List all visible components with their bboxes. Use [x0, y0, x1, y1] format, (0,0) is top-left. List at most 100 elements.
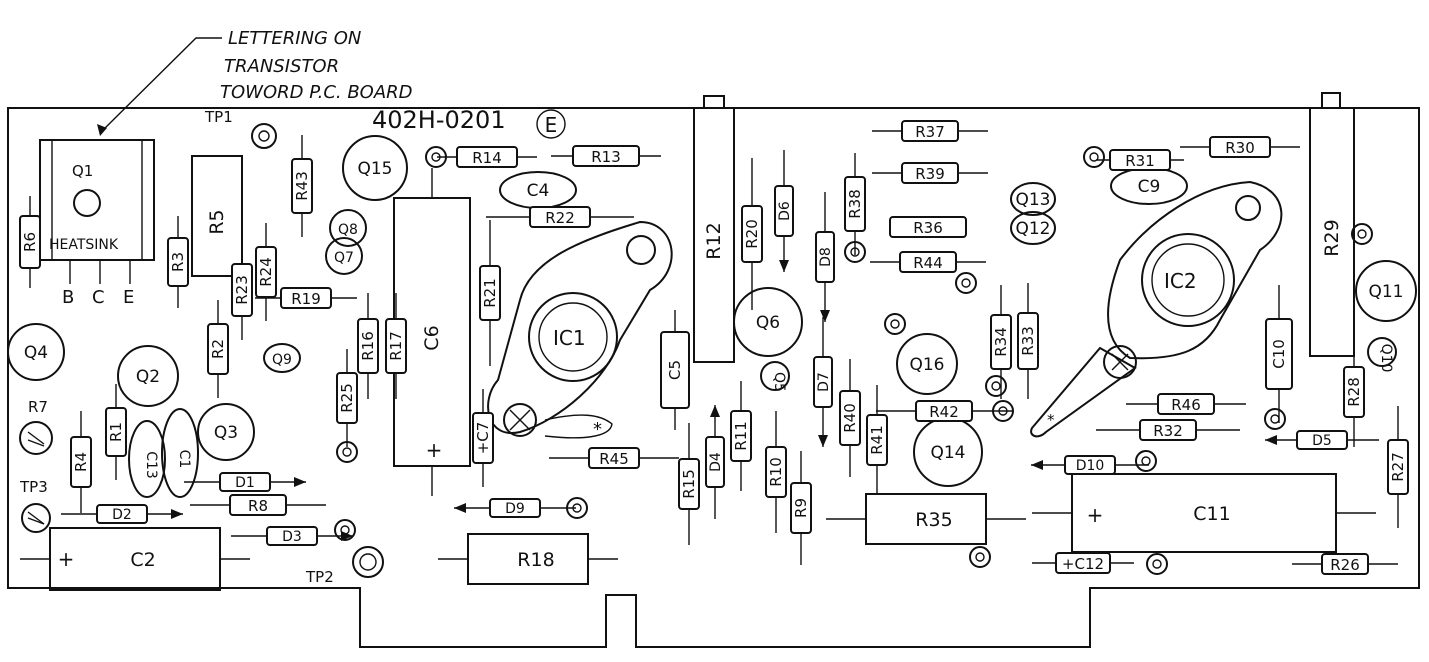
- q12-label: Q12: [1015, 219, 1050, 239]
- r2-resistor: R2: [207, 300, 229, 398]
- r10-resistor: R10: [765, 411, 787, 533]
- r20-label: R20: [743, 219, 761, 249]
- annotation-line-3: TOWORD P.C. BOARD: [220, 82, 413, 103]
- r30-resistor: R30: [1180, 136, 1300, 158]
- q3-label: Q3: [214, 423, 238, 443]
- c12-capacitor: +C12: [1032, 552, 1134, 574]
- r9-resistor: R9: [790, 451, 812, 565]
- r15-resistor: R15: [678, 423, 700, 545]
- r40-resistor: R40: [839, 359, 861, 477]
- q13-transistor: Q13: [1010, 182, 1056, 216]
- r18-label: R18: [517, 549, 554, 571]
- r42-label: R42: [929, 403, 959, 421]
- annotation-line-2: TRANSISTOR: [224, 56, 339, 77]
- plus-mark-1: +: [58, 547, 75, 571]
- q11-transistor: Q11: [1355, 260, 1417, 322]
- ic2-package: IC2 *: [1030, 180, 1283, 438]
- r31-label: R31: [1125, 152, 1155, 170]
- r36-label: R36: [913, 219, 943, 237]
- d1-label: D1: [235, 475, 255, 491]
- r24-label: R24: [257, 257, 275, 287]
- q2-label: Q2: [136, 367, 160, 387]
- r25-resistor: R25: [336, 349, 358, 447]
- c13-label: C13: [143, 451, 159, 479]
- q14-label: Q14: [930, 443, 965, 463]
- q7-label: Q7: [334, 250, 354, 266]
- annotation-arrowhead: [97, 124, 107, 136]
- r4-resistor: R4: [70, 411, 92, 513]
- r36-resistor: R36: [889, 216, 967, 238]
- q8-transistor: Q8: [329, 209, 367, 247]
- c5-label: C5: [666, 360, 684, 380]
- pin-c-label: C: [92, 287, 105, 308]
- pad-9: [1135, 450, 1157, 472]
- q4-transistor: Q4: [7, 323, 65, 381]
- d5-diode: D5: [1265, 430, 1379, 450]
- heatsink-label: HEATSINK: [49, 237, 119, 253]
- c4-capacitor: C4: [499, 171, 577, 209]
- c7-capacitor: +C7: [472, 389, 494, 487]
- ic2-star-mark: *: [1047, 411, 1055, 429]
- annotation-line-1: LETTERING ON: [228, 28, 361, 49]
- c1-label: C1: [176, 450, 192, 469]
- c10-capacitor: C10: [1265, 285, 1293, 423]
- c7-label: +C7: [474, 422, 492, 455]
- tp3-circle: [21, 503, 51, 533]
- r13-resistor: R13: [551, 145, 661, 167]
- c10-label: C10: [1270, 339, 1288, 369]
- pad-12: [969, 546, 991, 568]
- r8-resistor: R8: [190, 494, 326, 516]
- r9-label: R9: [792, 498, 810, 518]
- q8-label: Q8: [338, 222, 358, 238]
- r4-label: R4: [72, 452, 90, 472]
- q15-label: Q15: [357, 159, 392, 179]
- q6-transistor: Q6: [733, 287, 803, 357]
- r17-label: R17: [387, 331, 405, 361]
- q7-transistor: Q7: [325, 237, 363, 275]
- r6-label: R6: [21, 232, 39, 252]
- ic1-star-mark: *: [593, 419, 602, 440]
- r23-label: R23: [233, 275, 251, 305]
- r43-label: R43: [293, 171, 311, 201]
- r2-label: R2: [209, 339, 227, 359]
- annotation-leader-line: [99, 37, 222, 134]
- d7-diode: D7: [813, 317, 833, 447]
- r27-label: R27: [1389, 452, 1407, 482]
- r13-label: R13: [591, 148, 621, 166]
- r5-resistor: R5: [191, 155, 243, 277]
- d3-label: D3: [282, 529, 302, 545]
- pad-8: [1264, 408, 1286, 430]
- pin-b-label: B: [62, 287, 74, 308]
- r16-label: R16: [359, 331, 377, 361]
- tp1-circle: [251, 123, 277, 149]
- r29-resistor: R29: [1309, 107, 1355, 357]
- r45-label: R45: [599, 450, 629, 468]
- tp1-label: TP1: [204, 108, 233, 126]
- pad-4: [955, 272, 977, 294]
- q16-label: Q16: [909, 355, 944, 375]
- r46-label: R46: [1171, 396, 1201, 414]
- pad-10: [566, 497, 588, 519]
- ic1-package: IC1 *: [487, 220, 673, 440]
- r22-label: R22: [545, 209, 575, 227]
- r26-label: R26: [1330, 556, 1360, 574]
- r40-label: R40: [841, 403, 859, 433]
- r38-label: R38: [846, 189, 864, 219]
- r22-resistor: R22: [486, 206, 634, 228]
- d2-diode: D2: [61, 504, 183, 524]
- d8-label: D8: [818, 247, 834, 267]
- d6-label: D6: [777, 201, 793, 221]
- pad-11: [334, 519, 356, 541]
- q1-label: Q1: [72, 162, 93, 180]
- r1-resistor: R1: [105, 384, 127, 480]
- r24-resistor: R24: [255, 223, 277, 321]
- tp2-label: TP2: [305, 568, 334, 586]
- r33-resistor: R33: [1017, 283, 1039, 399]
- r7-label: R7: [28, 398, 48, 416]
- r6-resistor: R6: [19, 196, 41, 288]
- r37-resistor: R37: [872, 120, 988, 142]
- d1-diode: D1: [184, 472, 306, 492]
- r41-label: R41: [868, 425, 886, 455]
- r17-resistor: R17: [385, 293, 407, 399]
- c12-label: +C12: [1062, 555, 1104, 573]
